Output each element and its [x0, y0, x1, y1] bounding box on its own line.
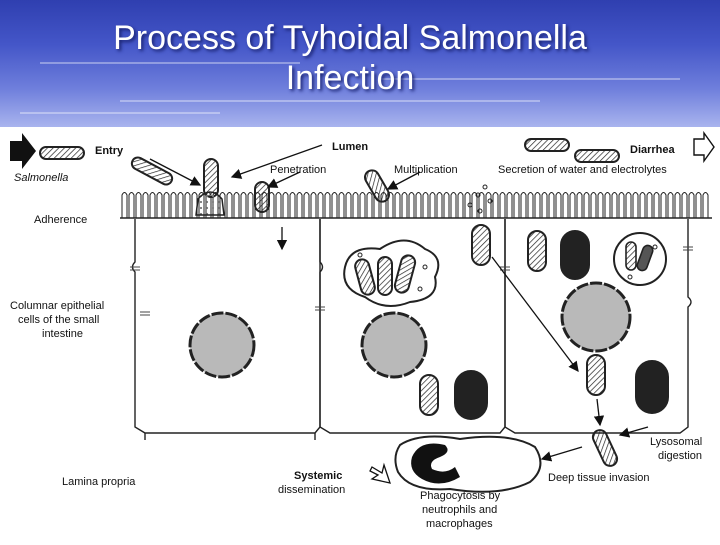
- label-columnar-2: cells of the small: [18, 314, 99, 326]
- label-salmonella: Salmonella: [14, 172, 68, 184]
- label-secretion: Secretion of water and electrolytes: [498, 164, 667, 176]
- digestion-vacuole: [613, 232, 667, 286]
- slide-header: Process of Tyhoidal Salmonella Infection: [0, 0, 720, 127]
- diarrhea-arrow-icon: [693, 130, 715, 164]
- label-penetration: Penetration: [270, 164, 326, 176]
- slide-title: Process of Tyhoidal Salmonella Infection: [0, 18, 700, 98]
- label-lumen: Lumen: [332, 141, 368, 153]
- label-adherence: Adherence: [34, 214, 87, 226]
- label-lamina-propria: Lamina propria: [62, 476, 136, 488]
- label-lysosomal-2: digestion: [658, 450, 702, 462]
- label-deep-tissue: Deep tissue invasion: [548, 472, 650, 484]
- salmonella-bacteria: [39, 138, 620, 468]
- cell-nuclei: [188, 281, 632, 379]
- label-diarrhea: Diarrhea: [630, 144, 676, 156]
- label-columnar-1: Columnar epithelial: [10, 300, 104, 312]
- cell-junctions: [130, 246, 693, 316]
- entry-arrow-icon: [10, 133, 36, 169]
- multiplication-vacuole: [343, 239, 440, 307]
- penetration-blebs: [195, 184, 493, 216]
- label-systemic-1: Systemic: [294, 470, 342, 482]
- label-phagocytosis-3: macrophages: [426, 518, 493, 530]
- process-arrows: [149, 144, 649, 462]
- infection-diagram: Entry Salmonella Adherence Lumen Penetra…: [0, 127, 720, 540]
- phagocyte-cell: [394, 435, 542, 493]
- encapsulated-bacteria: [454, 230, 669, 420]
- label-columnar-3: intestine: [42, 328, 83, 340]
- label-phagocytosis-1: Phagocytosis by: [420, 490, 501, 502]
- label-lysosomal-1: Lysosomal: [650, 436, 702, 448]
- systemic-arrow-icon: [369, 462, 391, 484]
- label-systemic-2: dissemination: [278, 484, 345, 496]
- label-entry: Entry: [95, 145, 124, 157]
- title-line-1: Process of Tyhoidal Salmonella: [113, 19, 587, 57]
- title-line-2: Infection: [285, 59, 415, 97]
- label-multiplication: Multiplication: [394, 164, 458, 176]
- label-phagocytosis-2: neutrophils and: [422, 504, 497, 516]
